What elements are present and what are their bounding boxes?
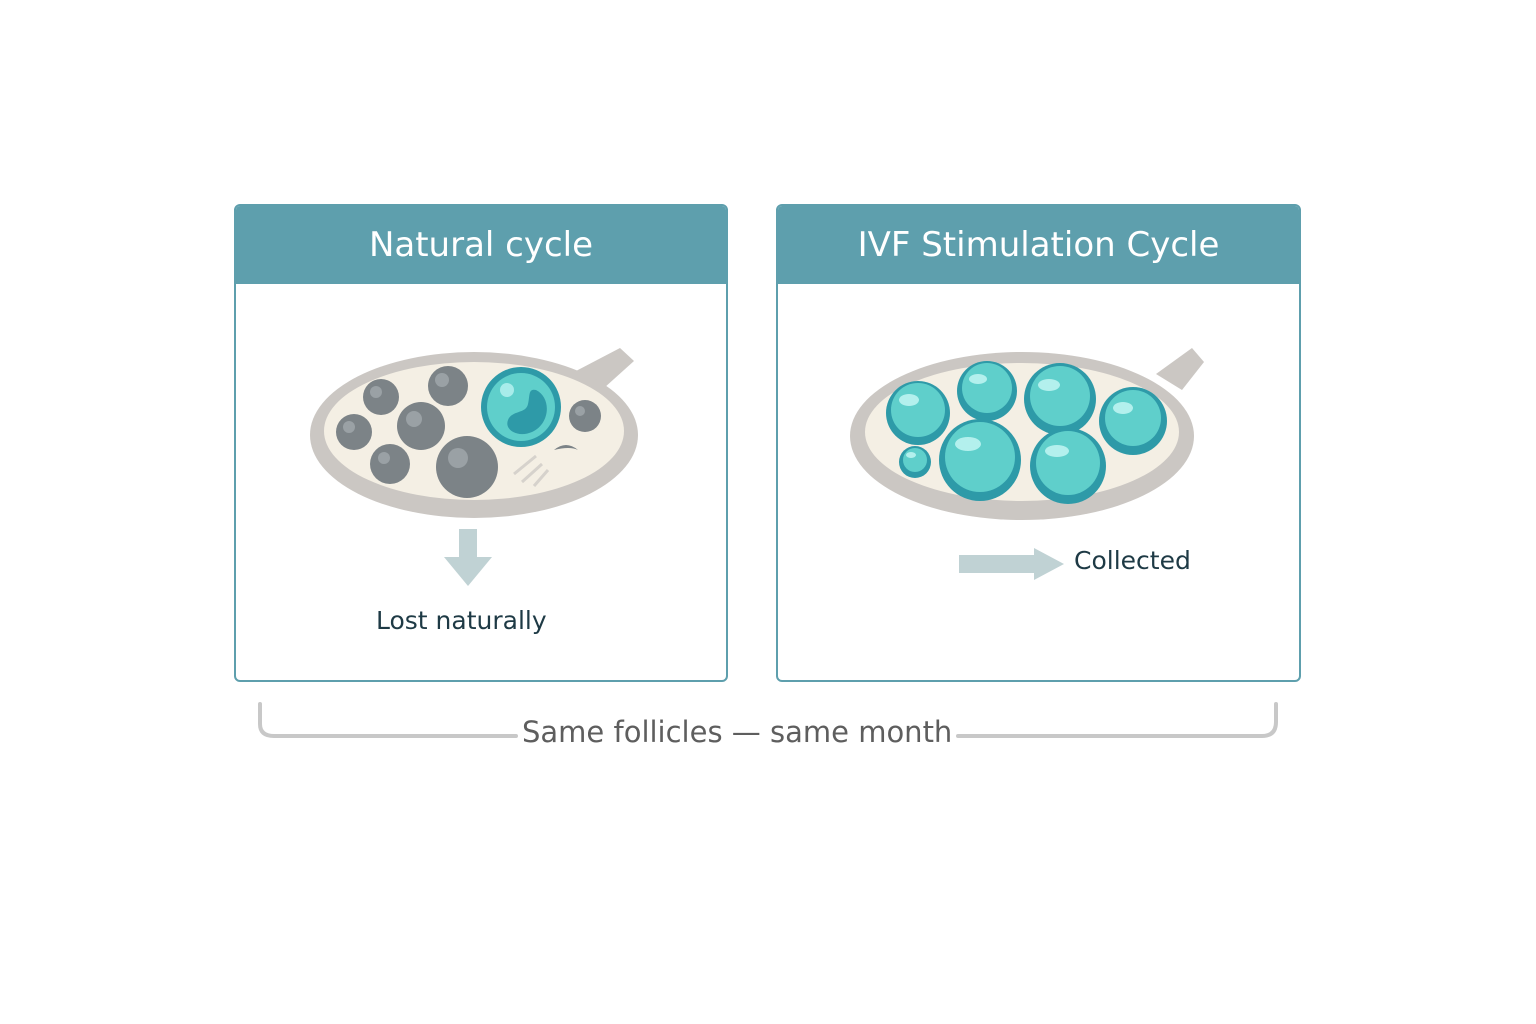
- natural-ovary-icon: [310, 348, 638, 586]
- teal-follicle: [899, 446, 931, 478]
- bracket-left-arm: [258, 702, 518, 738]
- lost-naturally-label: Lost naturally: [376, 606, 547, 635]
- same-follicles-label: Same follicles — same month: [522, 715, 953, 749]
- teal-follicle: [1024, 363, 1096, 435]
- teal-follicle: [1030, 428, 1106, 504]
- teal-follicle: [957, 361, 1017, 421]
- stimulated-follicles: [886, 361, 1167, 504]
- ivf-ovary-icon: [850, 348, 1204, 580]
- grey-follicles: [336, 366, 601, 498]
- ivf-cycle-panel: IVF Stimulation Cycle: [776, 204, 1301, 682]
- ovary-stalk: [1156, 348, 1204, 390]
- right-arrow-icon: [959, 548, 1064, 580]
- teal-follicle: [1099, 387, 1167, 455]
- natural-cycle-title: Natural cycle: [236, 206, 726, 284]
- teal-follicle: [886, 381, 950, 445]
- natural-cycle-panel: Natural cycle: [234, 204, 728, 682]
- dominant-follicle: [481, 367, 561, 447]
- bracket-right-arm: [956, 702, 1278, 738]
- ivf-cycle-title: IVF Stimulation Cycle: [778, 206, 1299, 284]
- teal-follicle: [939, 419, 1021, 501]
- collected-label: Collected: [1074, 546, 1191, 575]
- ruptured-follicle: [554, 445, 578, 450]
- down-arrow-icon: [444, 529, 492, 586]
